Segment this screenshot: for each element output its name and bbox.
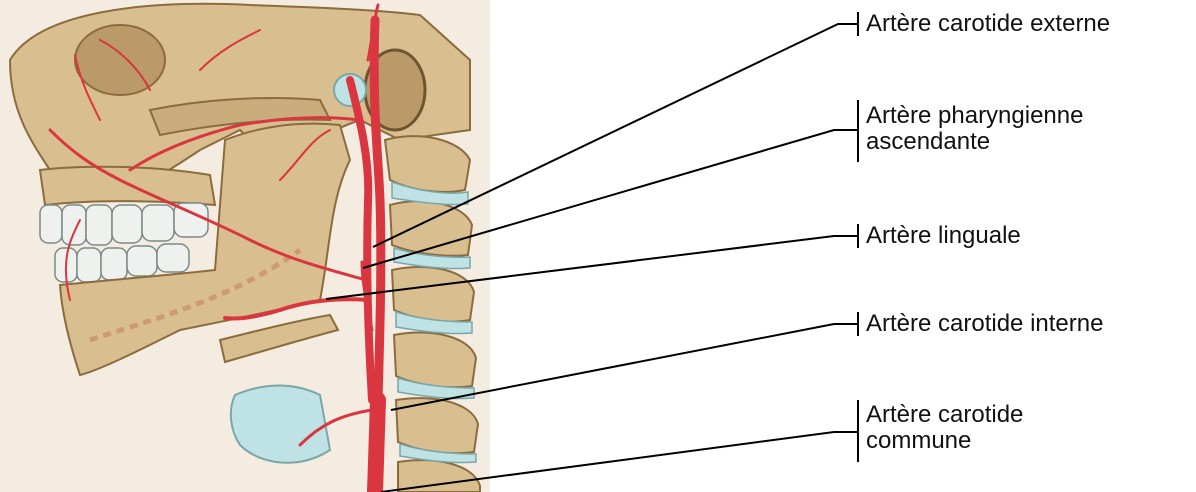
- label-lingual-artery: Artère linguale: [866, 223, 1021, 249]
- label-internal-carotid-text: Artère carotide interne: [866, 311, 1103, 337]
- label-internal-carotid-artery: Artère carotide interne: [866, 311, 1103, 337]
- label-common-carotid-artery: Artère carotide commune: [866, 402, 1023, 454]
- anatomy-illustration: [0, 0, 490, 492]
- label-ascending-pharyngeal-line1: Artère pharyngienne: [866, 103, 1083, 129]
- orbit: [75, 25, 165, 95]
- label-external-carotid-text: Artère carotide externe: [866, 11, 1110, 37]
- label-lingual-text: Artère linguale: [866, 223, 1021, 249]
- label-ascending-pharyngeal-artery: Artère pharyngienne ascendante: [866, 103, 1083, 155]
- common-carotid-artery: [375, 400, 378, 492]
- label-external-carotid-artery: Artère carotide externe: [866, 11, 1110, 37]
- maxilla: [40, 167, 215, 205]
- thyroid-cartilage: [231, 386, 330, 463]
- label-common-carotid-line2: commune: [866, 428, 1023, 454]
- label-ascending-pharyngeal-line2: ascendante: [866, 129, 1083, 155]
- label-common-carotid-line1: Artère carotide: [866, 402, 1023, 428]
